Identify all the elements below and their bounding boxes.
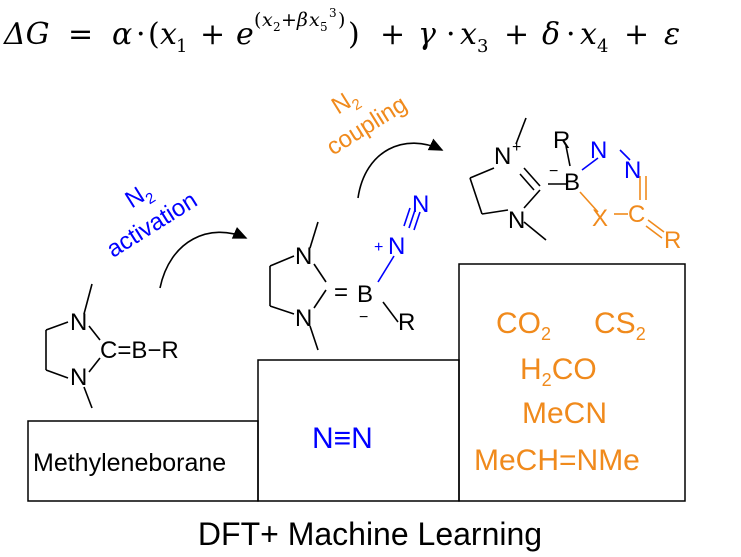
eq-exp-open: ( <box>254 9 261 31</box>
eq-plus-4: + <box>624 17 649 52</box>
mol2-boron: B <box>357 281 373 308</box>
eq-plus-1: + <box>200 17 225 52</box>
substrate-co2: CO2 <box>496 307 551 344</box>
molecule-methyleneborane-labels: N N C=B−R <box>70 309 179 391</box>
mol1-n-bottom: N <box>70 364 87 391</box>
activation-arrow <box>159 226 248 289</box>
substrate-mech-nme: MeCH=NMe <box>474 444 640 477</box>
substrate-list: CO2 CS2 H2CO MeCN MeCH=NMe <box>474 307 646 477</box>
eq-beta-plus: +β <box>281 9 308 31</box>
molecule-product-labels: N + N − B R N N X C R <box>494 127 681 254</box>
mol2-n-bottom: N <box>295 305 312 332</box>
mol1-n-top: N <box>70 309 87 336</box>
eq-lparen: ( <box>148 17 160 52</box>
mol2-r: R <box>398 309 415 336</box>
mol3-c: C <box>628 201 645 228</box>
eq-plus-2: + <box>380 17 405 52</box>
eq-sub5: 5 <box>320 20 328 34</box>
caption: DFT+ Machine Learning <box>198 516 542 552</box>
mol2-n-end: N <box>412 191 429 218</box>
mol2-n-mid: N <box>388 233 405 260</box>
mol3-minus: − <box>549 163 558 180</box>
molecule-n2-adduct <box>269 207 421 351</box>
mol3-n1: N <box>590 137 607 164</box>
eq-sub3: 3 <box>477 36 488 57</box>
mol3-boron: B <box>564 169 580 196</box>
mol2-n-top: N <box>295 243 312 270</box>
eq-exp-close: ) <box>338 9 345 31</box>
step1-label: Methyleneborane <box>33 449 226 477</box>
mol3-n2: N <box>624 157 641 184</box>
mol3-n-plus: N <box>494 143 511 170</box>
mol1-cbr: C=B−R <box>100 337 179 364</box>
eq-x3: x <box>460 17 477 52</box>
eq-epsilon: ε <box>664 17 680 52</box>
eq-x1: x <box>160 17 177 52</box>
activation-label: N2 activation <box>102 182 202 263</box>
equation: ΔG = α · ( x 1 + e ( x 2 +β x 5 3 ) ) + … <box>3 6 680 57</box>
substrate-h2co: H2CO <box>520 353 597 390</box>
eq-sub1: 1 <box>176 36 187 57</box>
mol2-double-bond: = <box>334 279 348 306</box>
eq-dot-2: · <box>446 17 456 52</box>
eq-x2: x <box>262 9 273 31</box>
eq-delta: δ <box>542 17 560 52</box>
mol3-plus: + <box>512 139 521 156</box>
molecule-methyleneborane <box>45 283 101 409</box>
eq-x4: x <box>580 17 597 52</box>
eq-sub4: 4 <box>597 36 608 57</box>
mol3-x: X <box>592 205 608 232</box>
mol3-n-bottom: N <box>508 207 525 234</box>
substrate-mecn: MeCN <box>522 397 607 430</box>
eq-alpha: α <box>112 17 132 52</box>
coupling-arrow <box>357 138 444 199</box>
eq-plus-3: + <box>504 17 529 52</box>
substrate-cs2: CS2 <box>594 307 646 344</box>
eq-dot-3: · <box>566 17 576 52</box>
mol2-minus: − <box>359 309 368 326</box>
eq-sub2: 2 <box>273 20 281 34</box>
eq-lhs: ΔG <box>3 17 50 52</box>
eq-dot-1: · <box>136 17 146 52</box>
eq-rparen: ) <box>348 17 360 52</box>
eq-sup3: 3 <box>329 6 337 20</box>
molecule-product <box>469 117 665 241</box>
step2-label: N≡N <box>312 422 373 455</box>
step3-box <box>458 263 686 502</box>
mol3-r: R <box>553 127 570 154</box>
eq-gamma: γ <box>418 17 436 52</box>
eq-equals: = <box>68 17 93 52</box>
eq-x5: x <box>309 9 320 31</box>
eq-e: e <box>236 17 254 52</box>
mol3-r2: R <box>664 227 681 254</box>
mol2-plus: + <box>374 239 383 256</box>
molecule-n2-adduct-labels: N N = B + − N N R <box>295 191 429 336</box>
